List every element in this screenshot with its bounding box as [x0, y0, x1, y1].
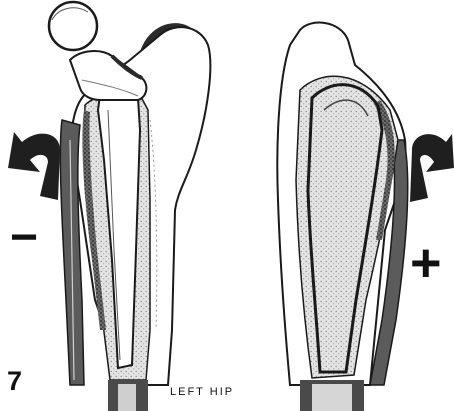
figure-number: 7 [7, 366, 22, 397]
left-femoral-head [49, 2, 97, 50]
right-rotation-arrow [410, 134, 454, 202]
minus-sign: − [10, 214, 38, 262]
left-rotation-arrow [8, 132, 60, 200]
figure-caption: LEFT HIP [170, 386, 234, 398]
right-femur [277, 23, 407, 411]
left-femur [49, 2, 210, 411]
plus-sign: + [410, 236, 442, 290]
